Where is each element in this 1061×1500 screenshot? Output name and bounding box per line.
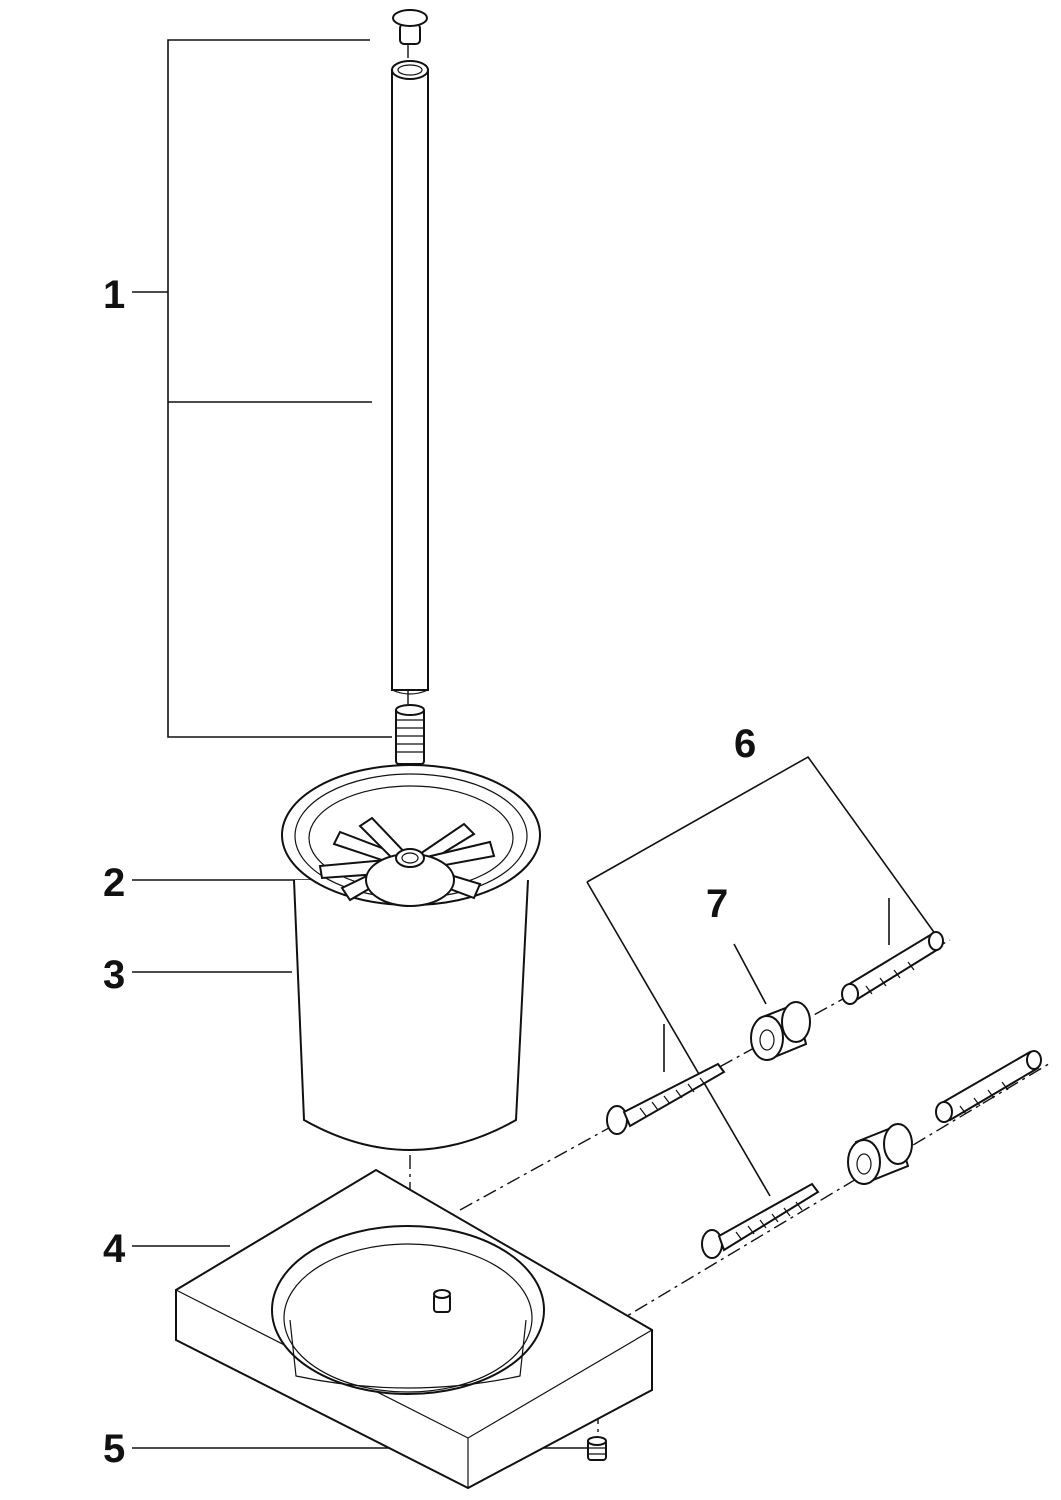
- wall-dowel-upper: [841, 931, 944, 1005]
- axis-lower-fixing: [611, 1061, 1053, 1326]
- spacer-upper: [750, 1001, 811, 1061]
- wall-dowel-lower: [935, 1050, 1042, 1123]
- callout-2: 2: [103, 861, 125, 905]
- glass-insert: [281, 764, 541, 1151]
- leader-1-bracket: [132, 39, 392, 738]
- callout-3: 3: [103, 953, 125, 997]
- brush-rod: [391, 60, 429, 695]
- callout-1: 1: [103, 273, 125, 317]
- callout-7: 7: [706, 882, 728, 926]
- leader-7: [733, 943, 767, 1005]
- leader-6-bracket: [586, 755, 937, 1197]
- holder-base: [175, 1168, 653, 1490]
- brush-head: [318, 816, 496, 907]
- callout-6: 6: [734, 722, 756, 766]
- set-screw: [587, 1436, 607, 1461]
- callout-4: 4: [103, 1227, 126, 1271]
- wall-screw-upper: [606, 1062, 726, 1135]
- wall-screw-lower: [701, 1182, 820, 1259]
- brush-cap: [392, 9, 428, 45]
- spacer-lower: [847, 1123, 913, 1185]
- threaded-connector: [395, 704, 425, 765]
- callout-5: 5: [103, 1427, 125, 1471]
- set-screw-inner: [433, 1289, 451, 1313]
